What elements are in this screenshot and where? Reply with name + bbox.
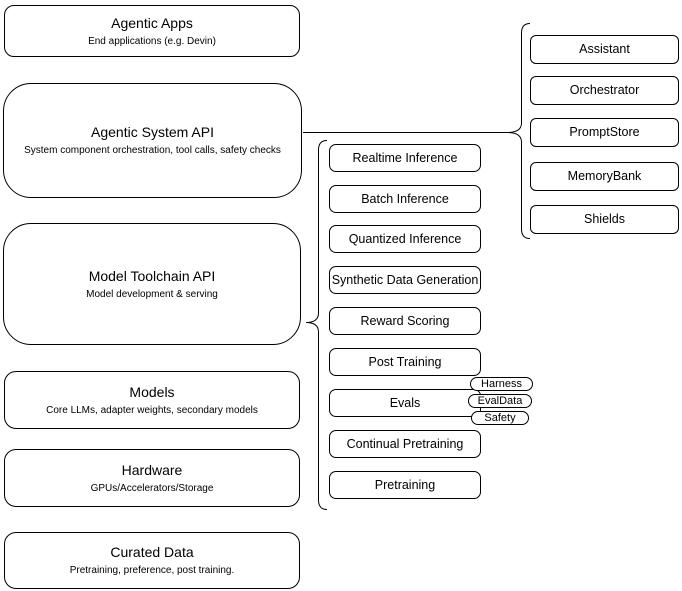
node-label: Reward Scoring [360, 313, 450, 328]
tag-harness: Harness [470, 377, 533, 391]
node-label: Shields [584, 212, 625, 226]
toolchain-group-brace [305, 140, 328, 510]
node-title: Model Toolchain API [88, 267, 216, 284]
node-reward-scoring: Reward Scoring [329, 307, 481, 335]
node-hardware: Hardware GPUs/Accelerators/Storage [4, 449, 300, 507]
node-subtitle: System component orchestration, tool cal… [24, 145, 281, 156]
node-label: Pretraining [374, 477, 436, 492]
tag-label: EvalData [477, 395, 523, 407]
node-label: Post Training [368, 354, 442, 369]
node-evals: Evals [329, 389, 481, 417]
tag-evaldata: EvalData [468, 394, 532, 408]
node-post-training: Post Training [329, 348, 481, 376]
node-title: Agentic Apps [111, 14, 193, 31]
node-shields: Shields [530, 205, 679, 234]
node-realtime-inference: Realtime Inference [329, 144, 481, 172]
node-label: Synthetic Data Generation [331, 272, 479, 287]
node-quantized-inference: Quantized Inference [329, 225, 481, 253]
tag-label: Harness [481, 378, 522, 390]
node-orchestrator: Orchestrator [530, 76, 679, 105]
node-batch-inference: Batch Inference [329, 185, 481, 213]
node-subtitle: End applications (e.g. Devin) [88, 35, 216, 47]
node-label: MemoryBank [567, 169, 642, 183]
node-label: Continual Pretraining [346, 436, 464, 451]
node-label: Assistant [579, 42, 630, 56]
tag-label: Safety [484, 412, 516, 424]
node-memorybank: MemoryBank [530, 162, 679, 191]
node-agentic-apps: Agentic Apps End applications (e.g. Devi… [4, 5, 300, 57]
node-promptstore: PromptStore [530, 118, 679, 147]
node-agentic-system-api: Agentic System API System component orch… [3, 83, 302, 198]
node-title: Hardware [121, 461, 183, 478]
system-group-brace [506, 23, 531, 239]
node-title: Models [129, 383, 175, 400]
node-synthetic-data-generation: Synthetic Data Generation [329, 266, 481, 294]
node-subtitle: Pretraining, preference, post training. [69, 565, 235, 576]
node-label: Quantized Inference [348, 231, 462, 246]
node-assistant: Assistant [530, 35, 679, 64]
node-model-toolchain-api: Model Toolchain API Model development & … [3, 223, 301, 345]
node-models: Models Core LLMs, adapter weights, secon… [4, 371, 300, 429]
node-label: Batch Inference [361, 191, 449, 206]
node-label: PromptStore [569, 125, 640, 139]
node-title: Agentic System API [91, 124, 214, 140]
node-label: Orchestrator [569, 83, 640, 97]
node-subtitle: Model development & serving [86, 288, 218, 300]
node-continual-pretraining: Continual Pretraining [329, 430, 481, 458]
node-pretraining: Pretraining [329, 471, 481, 499]
node-label: Evals [389, 395, 421, 410]
tag-safety: Safety [471, 411, 529, 425]
node-label: Realtime Inference [352, 150, 458, 165]
node-title: Curated Data [110, 544, 194, 560]
node-curated-data: Curated Data Pretraining, preference, po… [4, 532, 300, 589]
node-subtitle: GPUs/Accelerators/Storage [90, 482, 214, 494]
node-subtitle: Core LLMs, adapter weights, secondary mo… [46, 404, 258, 416]
